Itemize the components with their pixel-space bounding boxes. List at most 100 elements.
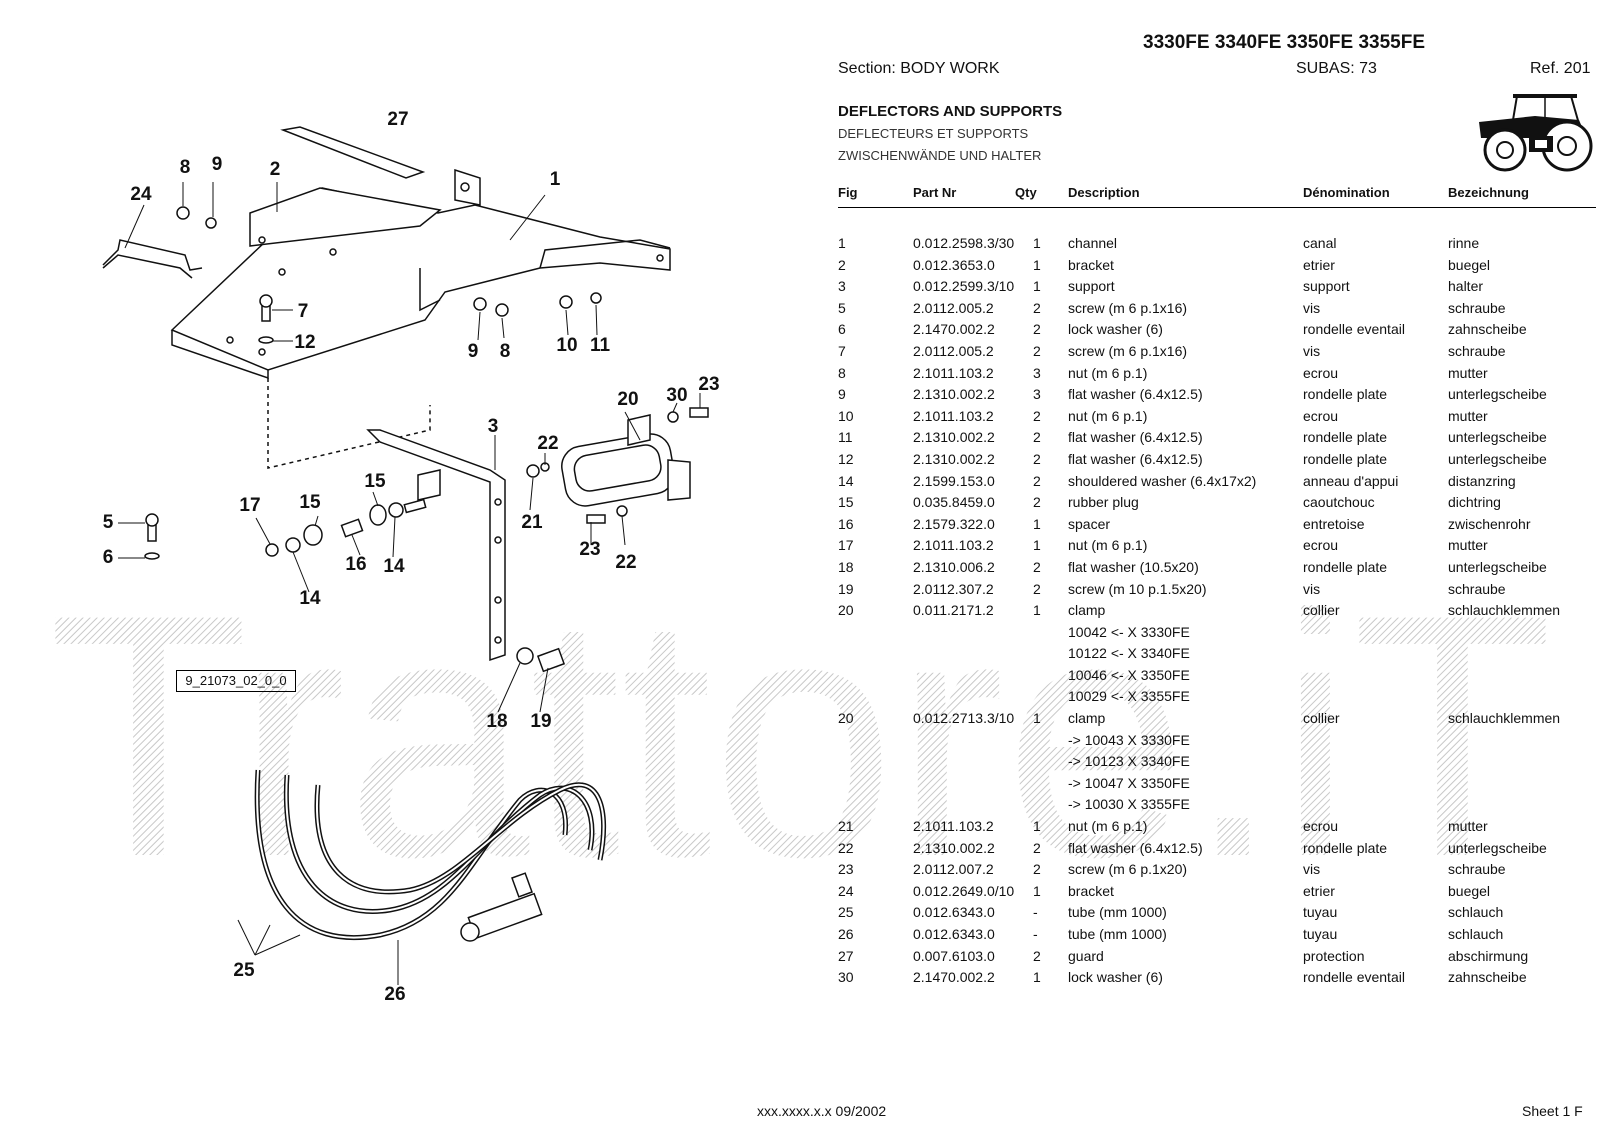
- cell-fig: 30: [838, 969, 854, 986]
- page-title-fr: DEFLECTEURS ET SUPPORTS: [838, 126, 1029, 141]
- cell-qty: 2: [1033, 494, 1041, 511]
- cell-description: bracket: [1068, 882, 1114, 899]
- cell-part-nr: 0.007.6103.0: [913, 947, 995, 964]
- callout-8: 8: [179, 157, 191, 178]
- cell-fig: 25: [838, 904, 854, 921]
- cell-fig: 20: [838, 710, 854, 727]
- table-row: -> 10043 X 3330FE: [838, 730, 1598, 752]
- cell-bezeichnung: schraube: [1448, 861, 1506, 878]
- callout-9: 9: [211, 154, 223, 175]
- cell-description: channel: [1068, 235, 1118, 251]
- cell-denomination: collier: [1303, 710, 1340, 727]
- cell-part-nr: 2.1310.002.2: [913, 450, 995, 467]
- cell-part-nr: 0.012.6343.0: [913, 926, 995, 942]
- cell-fig: 9: [838, 386, 846, 403]
- header-rule: [838, 207, 1596, 208]
- cell-description: rubber plug: [1068, 494, 1139, 511]
- callout-17: 17: [239, 495, 261, 516]
- cell-qty: 2: [1033, 861, 1041, 878]
- cell-description: -> 10030 X 3355FE: [1068, 796, 1190, 813]
- cell-fig: 17: [838, 537, 854, 554]
- cell-bezeichnung: distanzring: [1448, 472, 1516, 489]
- leader-lines: [118, 182, 701, 985]
- cell-description: tube (mm 1000): [1068, 904, 1167, 921]
- cell-bezeichnung: schraube: [1448, 580, 1506, 597]
- col-header-qty: Qty: [1015, 185, 1037, 200]
- callout-15: 15: [364, 471, 386, 492]
- cell-part-nr: 0.012.2649.0/10: [913, 882, 1015, 899]
- cell-fig: 2: [838, 256, 846, 273]
- cell-denomination: protection: [1303, 947, 1365, 964]
- cell-part-nr: 0.012.2598.3/30: [913, 235, 1015, 251]
- callout-6: 6: [102, 547, 114, 568]
- cell-denomination: vis: [1303, 861, 1321, 878]
- callout-1: 1: [549, 169, 561, 190]
- cell-part-nr: 0.012.6343.0: [913, 904, 995, 921]
- callout-15b: 15: [299, 492, 321, 513]
- callout-20: 20: [617, 389, 639, 410]
- cell-fig: 5: [838, 299, 846, 316]
- callout-25: 25: [233, 960, 255, 981]
- cell-bezeichnung: halter: [1448, 278, 1484, 295]
- cell-part-nr: 2.1599.153.0: [913, 472, 995, 489]
- cell-description: -> 10047 X 3350FE: [1068, 774, 1190, 791]
- ref-label: Ref. 201: [1530, 60, 1591, 77]
- cell-denomination: support: [1303, 278, 1350, 295]
- callout-22b: 22: [615, 552, 637, 573]
- cell-denomination: collier: [1303, 602, 1340, 619]
- cell-fig: 14: [838, 472, 854, 489]
- cell-description: flat washer (6.4x12.5): [1068, 839, 1203, 856]
- callout-11: 11: [589, 335, 611, 356]
- callout-10: 10: [556, 335, 578, 356]
- cell-denomination: rondelle eventail: [1303, 969, 1405, 986]
- cell-qty: 2: [1033, 450, 1041, 467]
- cell-bezeichnung: unterlegscheibe: [1448, 450, 1547, 467]
- cell-bezeichnung: unterlegscheibe: [1448, 558, 1547, 575]
- callout-19: 19: [530, 711, 552, 732]
- callout-16: 16: [345, 554, 367, 575]
- callout-27: 27: [387, 109, 409, 130]
- cell-bezeichnung: unterlegscheibe: [1448, 839, 1547, 856]
- cell-qty: 1: [1033, 882, 1041, 899]
- cell-part-nr: 2.1310.002.2: [913, 839, 995, 856]
- model-list: 3330FE 3340FE 3350FE 3355FE: [1143, 32, 1426, 53]
- cell-qty: 2: [1033, 321, 1041, 338]
- callout-9b: 9: [467, 341, 479, 362]
- cell-denomination: tuyau: [1303, 926, 1338, 942]
- cell-denomination: rondelle plate: [1303, 839, 1388, 856]
- callout-7: 7: [297, 301, 309, 322]
- cell-denomination: rondelle plate: [1303, 558, 1388, 575]
- cell-description: tube (mm 1000): [1068, 926, 1167, 942]
- callout-8b: 8: [499, 341, 511, 362]
- callout-21: 21: [521, 512, 543, 533]
- cell-qty: 3: [1033, 386, 1041, 403]
- cell-qty: 2: [1033, 407, 1041, 424]
- cell-bezeichnung: buegel: [1448, 882, 1491, 899]
- footer-sheet: Sheet 1 F: [1522, 1103, 1583, 1119]
- cell-bezeichnung: zahnscheibe: [1448, 969, 1527, 986]
- cell-part-nr: 2.1470.002.2: [913, 321, 995, 338]
- cell-qty: 1: [1033, 710, 1041, 727]
- cell-qty: 1: [1033, 235, 1041, 251]
- cell-bezeichnung: zwischenrohr: [1448, 515, 1531, 532]
- footer-code: xxx.xxxx.x.x 09/2002: [757, 1103, 887, 1119]
- cell-fig: 15: [838, 494, 854, 511]
- cell-fig: 6: [838, 321, 846, 338]
- callout-22: 22: [537, 433, 559, 454]
- tubes: [254, 769, 607, 941]
- cell-fig: 7: [838, 342, 846, 359]
- cell-qty: 1: [1033, 818, 1041, 835]
